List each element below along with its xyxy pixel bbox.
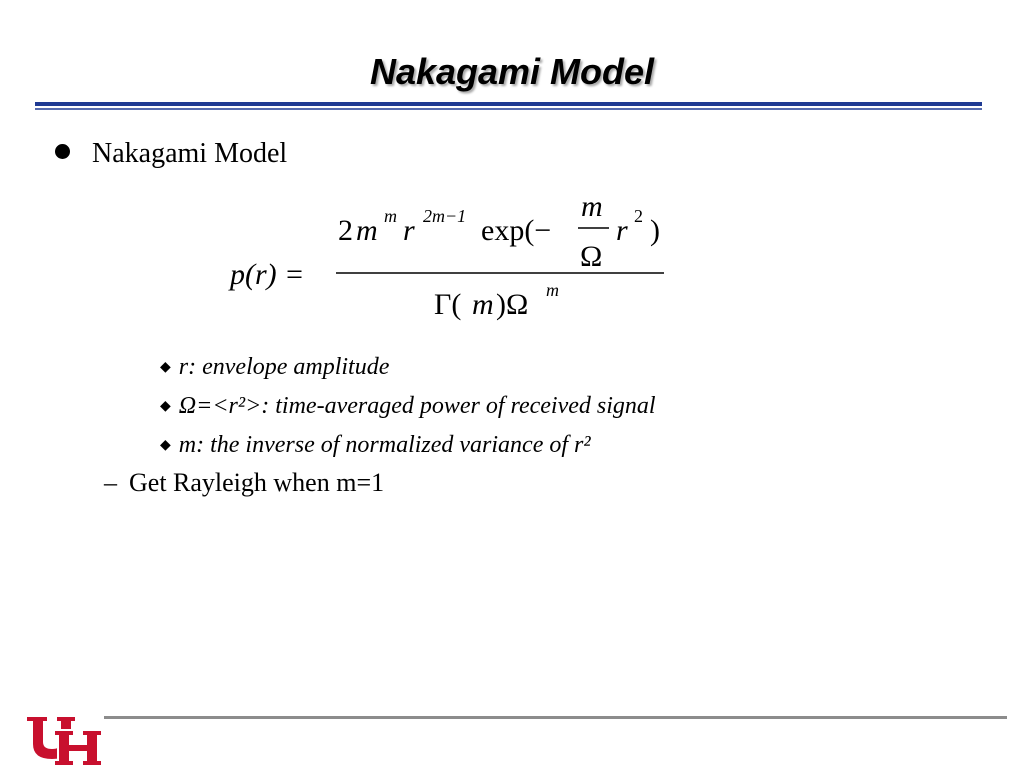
list-item-text: m: the inverse of normalized variance of…	[178, 432, 591, 458]
formula-den-close: )Ω	[496, 288, 528, 321]
dash-item: –Get Rayleigh when m=1	[104, 466, 384, 500]
diamond-bullet-icon: ◆	[160, 399, 171, 414]
formula-den-gamma: Γ(	[434, 288, 461, 321]
uh-logo-icon	[25, 715, 103, 767]
list-item-text: r: envelope amplitude	[178, 354, 390, 380]
list-item-text: Ω=<r²>: time-averaged power of received …	[178, 393, 656, 419]
title-divider-thick	[35, 102, 982, 106]
title-divider-thin	[35, 108, 982, 110]
main-bullet-text: Nakagami Model	[92, 138, 288, 169]
dash-item-text: Get Rayleigh when m=1	[129, 468, 385, 497]
list-item: ◆ r: envelope amplitude	[160, 348, 656, 387]
title-divider	[35, 102, 982, 111]
list-item: ◆ Ω=<r²>: time-averaged power of received…	[160, 387, 656, 426]
formula-num-m-sup: m	[384, 206, 397, 226]
formula-num-m: m	[356, 214, 378, 247]
formula-lhs: p(r) =	[228, 258, 304, 291]
formula-num-r: r	[403, 214, 415, 247]
main-bullet: Nakagami Model	[55, 136, 287, 172]
dash-bullet-icon: –	[104, 468, 117, 497]
formula-num-r-sup: 2m−1	[423, 206, 466, 226]
formula-num-exp: exp(−	[481, 214, 551, 247]
formula-frac-den: Ω	[580, 240, 602, 273]
definition-list: ◆ r: envelope amplitude ◆ Ω=<r²>: time-ave…	[160, 348, 656, 465]
diamond-bullet-icon: ◆	[160, 438, 171, 453]
bullet-dot-icon	[55, 144, 70, 159]
formula-frac-r-sup: 2	[634, 206, 643, 226]
formula-den-m: m	[472, 288, 494, 321]
formula-close-paren: )	[650, 214, 660, 247]
list-item: ◆ m: the inverse of normalized variance o…	[160, 426, 656, 465]
diamond-bullet-icon: ◆	[160, 360, 171, 375]
footer-divider	[104, 716, 1007, 719]
formula-den-sup: m	[546, 280, 559, 300]
slide-title: Nakagami Model	[369, 51, 655, 92]
formula-frac-r: r	[616, 214, 628, 247]
formula-num-coef: 2	[338, 214, 353, 247]
formula-frac-num: m	[581, 190, 603, 223]
